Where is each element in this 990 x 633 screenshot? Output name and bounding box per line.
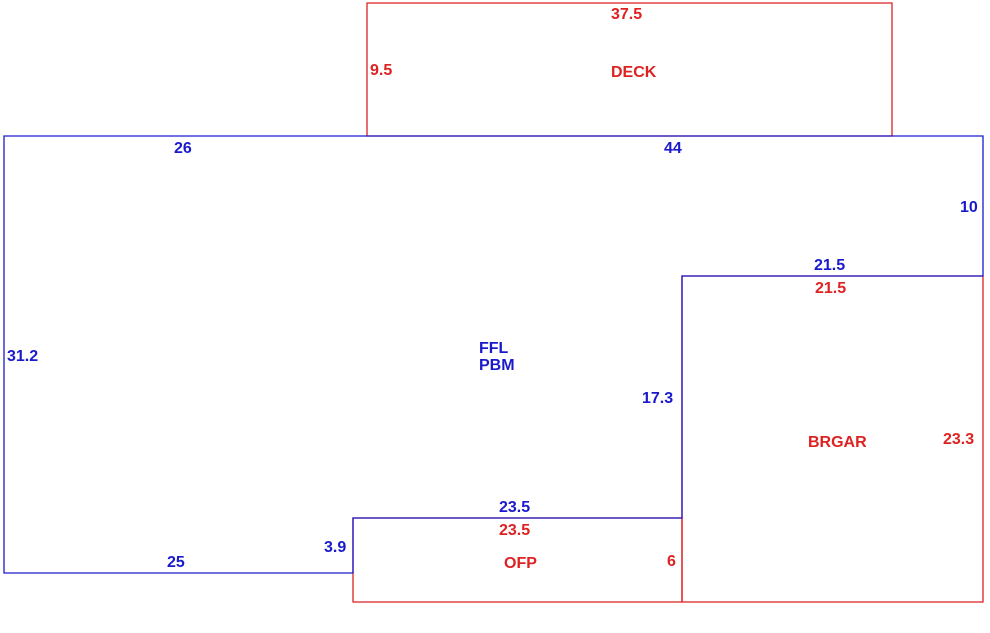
main-step-dimension: 3.9	[324, 539, 346, 556]
porch-right-dimension: 6	[667, 553, 676, 570]
main-area-label-1: FFL	[479, 340, 509, 357]
main-top-right-dimension: 44	[664, 140, 682, 157]
main-top-left-dimension: 26	[174, 140, 192, 157]
garage-right-dimension: 23.3	[943, 431, 974, 448]
main-right-dimension: 10	[960, 199, 978, 216]
main-garage-edge-dimension: 21.5	[814, 257, 845, 274]
deck-label: DECK	[611, 64, 657, 81]
main-area-outline	[3, 135, 984, 574]
main-left-dimension: 31.2	[7, 348, 38, 365]
main-area-label-2: PBM	[479, 357, 515, 374]
deck-left-dimension: 9.5	[370, 62, 392, 79]
porch-top-dimension: 23.5	[499, 522, 530, 539]
deck-top-dimension: 37.5	[611, 6, 642, 23]
porch-label: OFP	[504, 555, 537, 572]
main-porch-edge-dimension: 23.5	[499, 499, 530, 516]
main-bottom-dimension: 25	[167, 554, 185, 571]
garage-top-dimension: 21.5	[815, 280, 846, 297]
garage-label: BRGAR	[808, 434, 867, 451]
main-inner-dimension: 17.3	[642, 390, 673, 407]
